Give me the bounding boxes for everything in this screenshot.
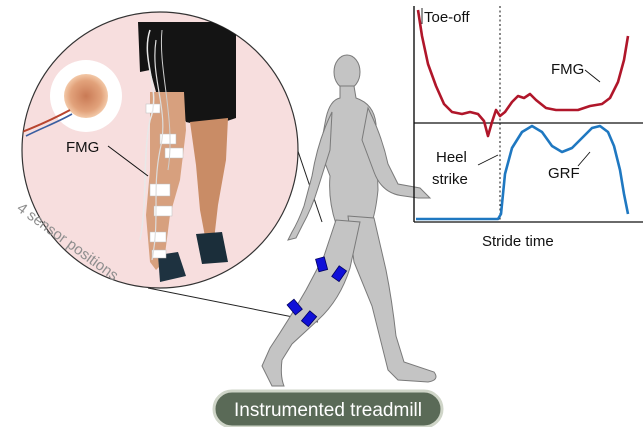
treadmill-label: Instrumented treadmill (234, 400, 422, 421)
treadmill-badge: Instrumented treadmill (214, 391, 442, 427)
plot-grf-label: GRF (548, 165, 580, 182)
heel-label: Heel (436, 149, 467, 166)
signal-plot: Toe-off FMG Heel strike GRF Stride time (414, 6, 643, 250)
grf-pointer (578, 152, 590, 166)
inset-fmg-label: FMG (66, 139, 99, 156)
strike-label: strike (432, 171, 468, 188)
heel-strike-pointer (478, 155, 498, 165)
fmg-curve (418, 10, 628, 136)
circular-fsr-sensor (64, 74, 108, 118)
fmg-pointer (585, 70, 600, 82)
x-axis-label: Stride time (482, 233, 554, 250)
toe-off-label: Toe-off (424, 9, 470, 26)
plot-fmg-label: FMG (551, 61, 584, 78)
magnifier-lens: FMG 4 sensor positions (14, 12, 298, 288)
